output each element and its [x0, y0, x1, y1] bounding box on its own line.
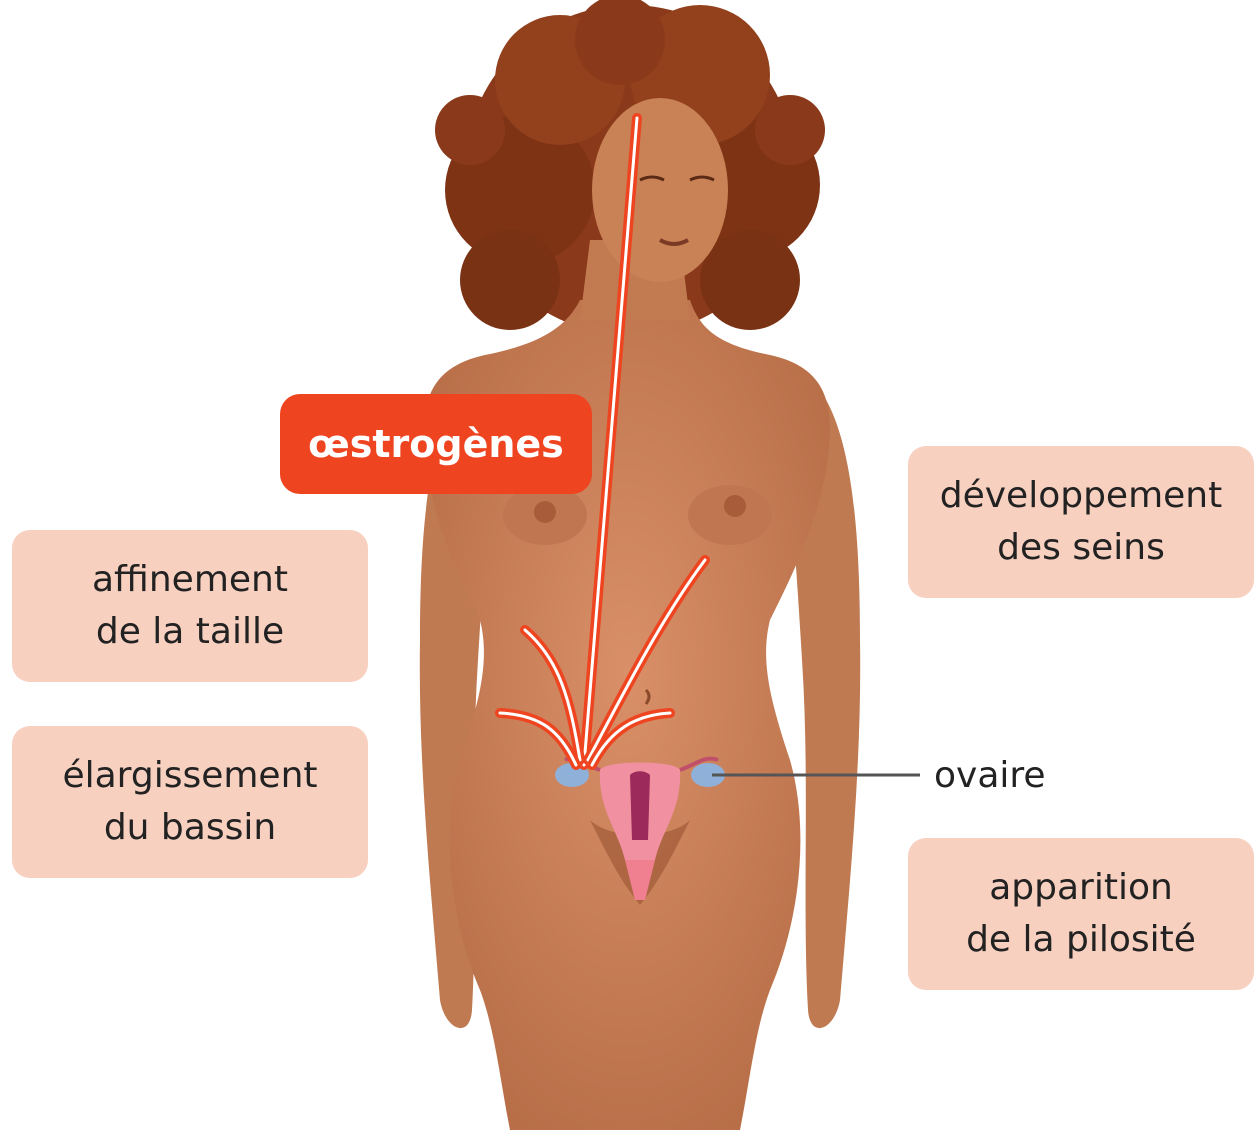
waist-effect-line1: affinement — [92, 554, 288, 606]
pelvis-effect-line1: élargissement — [62, 750, 317, 802]
hair-effect-line1: apparition — [989, 862, 1173, 914]
waist-effect-label: affinement de la taille — [12, 530, 368, 682]
breasts-effect-line1: développement — [940, 470, 1222, 522]
hair-effect-line2: de la pilosité — [966, 914, 1196, 966]
hormone-label: œstrogènes — [280, 394, 592, 494]
ovary-label: ovaire — [934, 750, 1046, 802]
breasts-effect-line2: des seins — [997, 522, 1165, 574]
pelvis-effect-line2: du bassin — [104, 802, 276, 854]
hair-effect-label: apparition de la pilosité — [908, 838, 1254, 990]
breasts-effect-label: développement des seins — [908, 446, 1254, 598]
waist-effect-line2: de la taille — [96, 606, 284, 658]
pelvis-effect-label: élargissement du bassin — [12, 726, 368, 878]
